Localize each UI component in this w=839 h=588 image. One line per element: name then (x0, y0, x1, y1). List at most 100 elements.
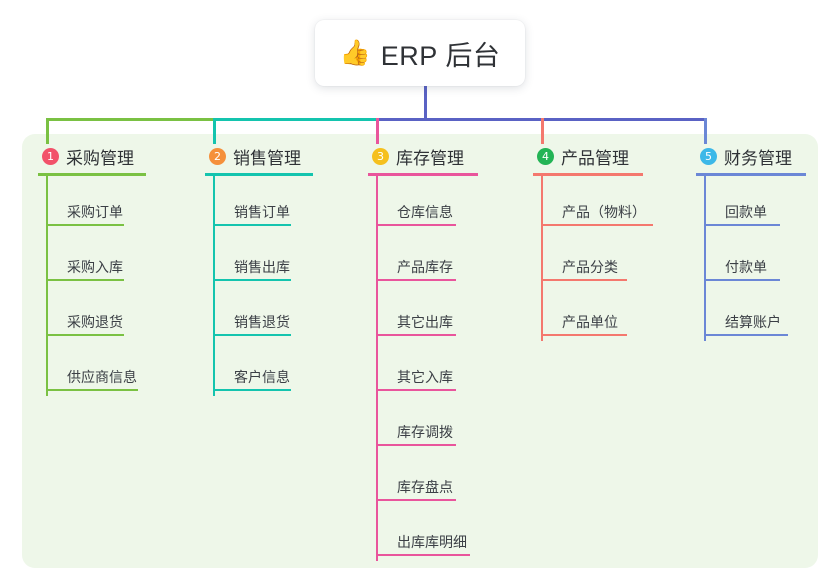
thumbs-up-icon: 👍 (339, 38, 371, 67)
diagram-background-panel (22, 134, 818, 568)
branch-number-badge: 5 (700, 147, 717, 165)
branch-title: 产品管理 (561, 148, 629, 168)
branch-item-label: 产品分类 (562, 259, 618, 275)
branch-title: 财务管理 (724, 148, 792, 168)
branch-item[interactable]: 出库库明细 (368, 506, 478, 561)
branch-title: 库存管理 (396, 148, 464, 168)
branch-item[interactable]: 库存盘点 (368, 451, 478, 506)
connector-bar-segment-1 (46, 118, 215, 121)
branch-item-underline (541, 334, 627, 336)
branch-item[interactable]: 结算账户 (696, 286, 806, 341)
branch-header-4[interactable]: 4 产品管理 (533, 144, 643, 168)
branch-item-underline (704, 279, 780, 281)
connector-drop-3 (376, 118, 379, 144)
branch-number-badge: 3 (372, 147, 389, 165)
branch-item[interactable]: 产品单位 (533, 286, 643, 341)
branch-item[interactable]: 产品分类 (533, 231, 643, 286)
branch-header-2[interactable]: 2 销售管理 (205, 144, 313, 168)
branch-item[interactable]: 采购退货 (38, 286, 146, 341)
branch-item[interactable]: 仓库信息 (368, 176, 478, 231)
branch-item-list: 采购订单采购入库采购退货供应商信息 (38, 176, 146, 396)
branch-title-rule (533, 173, 643, 176)
branch-item[interactable]: 客户信息 (205, 341, 313, 396)
branch-item[interactable]: 回款单 (696, 176, 806, 231)
branch-column-4: 4 产品管理产品（物料） 产品分类产品单位 (533, 144, 653, 341)
branch-item-underline (376, 499, 456, 501)
branch-item-underline (704, 224, 780, 226)
branch-item[interactable]: 付款单 (696, 231, 806, 286)
branch-item-underline (46, 279, 124, 281)
branch-header-3[interactable]: 3 库存管理 (368, 144, 478, 168)
branch-item-label: 客户信息 (234, 369, 290, 385)
branch-item-underline (46, 389, 138, 391)
branch-item-underline (213, 279, 291, 281)
branch-number-badge: 4 (537, 147, 554, 165)
branch-column-2: 2 销售管理销售订单销售出库销售退货客户信息 (205, 144, 313, 396)
branch-title-rule (205, 173, 313, 176)
branch-item[interactable]: 产品（物料） (533, 176, 653, 231)
branch-spine (213, 176, 215, 396)
branch-item-list: 产品（物料） 产品分类产品单位 (533, 176, 653, 341)
branch-item-label: 销售退货 (234, 314, 290, 330)
branch-item-underline (541, 279, 627, 281)
branch-item-underline (376, 444, 456, 446)
branch-item[interactable]: 其它出库 (368, 286, 478, 341)
branch-item-label: 销售出库 (234, 259, 290, 275)
branch-item[interactable]: 销售出库 (205, 231, 313, 286)
branch-item-list: 仓库信息产品库存其它出库其它入库库存调拨库存盘点出库库明细 (368, 176, 478, 561)
branch-item-underline (376, 389, 456, 391)
branch-item-label: 其它出库 (397, 314, 453, 330)
branch-item-underline (213, 224, 291, 226)
branch-spine (541, 176, 543, 341)
branch-item[interactable]: 供应商信息 (38, 341, 146, 396)
branch-title-rule (696, 173, 806, 176)
branch-header-5[interactable]: 5 财务管理 (696, 144, 806, 168)
branch-item-underline (213, 389, 291, 391)
branch-item[interactable]: 产品库存 (368, 231, 478, 286)
branch-item-label: 结算账户 (725, 314, 781, 330)
branch-number-badge: 2 (209, 147, 226, 165)
branch-item-underline (376, 279, 456, 281)
branch-item-label: 回款单 (725, 204, 767, 220)
branch-item-underline (376, 554, 470, 556)
branch-column-3: 3 库存管理仓库信息产品库存其它出库其它入库库存调拨库存盘点出库库明细 (368, 144, 478, 561)
branch-item-label: 销售订单 (234, 204, 290, 220)
branch-title-rule (368, 173, 478, 176)
branch-item-underline (46, 224, 124, 226)
branch-spine (46, 176, 48, 396)
branch-item-label: 采购退货 (67, 314, 123, 330)
branch-column-1: 1 采购管理采购订单采购入库采购退货供应商信息 (38, 144, 146, 396)
branch-column-5: 5 财务管理回款单付款单结算账户 (696, 144, 806, 341)
branch-item-label: 其它入库 (397, 369, 453, 385)
branch-item-list: 销售订单销售出库销售退货客户信息 (205, 176, 313, 396)
branch-header-1[interactable]: 1 采购管理 (38, 144, 146, 168)
branch-item-underline (213, 334, 291, 336)
branch-title: 销售管理 (233, 148, 301, 168)
root-node-label: ERP 后台 (380, 40, 501, 71)
branch-item-label: 库存调拨 (397, 424, 453, 440)
branch-item[interactable]: 采购订单 (38, 176, 146, 231)
branch-item-label: 产品库存 (397, 259, 453, 275)
branch-spine (376, 176, 378, 561)
branch-item[interactable]: 其它入库 (368, 341, 478, 396)
branch-item-list: 回款单付款单结算账户 (696, 176, 806, 341)
branch-spine (704, 176, 706, 341)
branch-item[interactable]: 采购入库 (38, 231, 146, 286)
branch-item-label: 仓库信息 (397, 204, 453, 220)
connector-drop-2 (213, 118, 216, 144)
branch-number-badge: 1 (42, 147, 59, 165)
branch-item-underline (376, 334, 456, 336)
branch-item-underline (376, 224, 456, 226)
root-node[interactable]: 👍 ERP 后台 (315, 20, 525, 86)
branch-item[interactable]: 销售退货 (205, 286, 313, 341)
branch-item-label: 采购订单 (67, 204, 123, 220)
branch-item[interactable]: 库存调拨 (368, 396, 478, 451)
branch-item-label: 库存盘点 (397, 479, 453, 495)
branch-item-label: 供应商信息 (67, 369, 137, 385)
connector-drop-5 (704, 118, 707, 144)
branch-title-rule (38, 173, 146, 176)
branch-title: 采购管理 (66, 148, 134, 168)
branch-item-label: 出库库明细 (397, 534, 467, 550)
connector-drop-1 (46, 118, 49, 144)
branch-item[interactable]: 销售订单 (205, 176, 313, 231)
